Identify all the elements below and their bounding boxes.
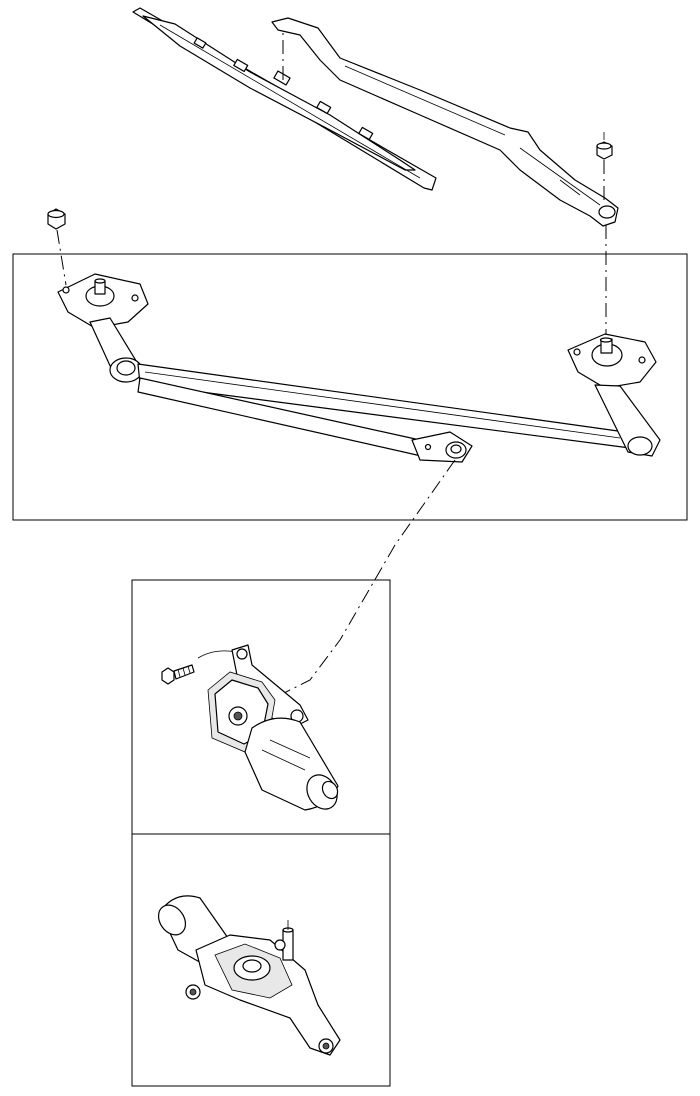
nut-left-guide: [56, 229, 67, 286]
wiper-arm[interactable]: [271, 17, 619, 227]
motor-bolt[interactable]: [161, 664, 195, 685]
motor-wire: [197, 650, 237, 659]
linkage-frame: [12, 253, 688, 521]
wiper-linkage[interactable]: [57, 273, 661, 463]
nut-right[interactable]: [596, 132, 613, 160]
wiper-blade[interactable]: [132, 7, 437, 191]
linkage-motor-guide: [279, 459, 456, 696]
wiper-motor-front[interactable]: [207, 644, 343, 815]
nut-left[interactable]: [47, 208, 66, 230]
motor-frame-rear: [131, 833, 391, 1087]
wiper-motor-rear[interactable]: [153, 895, 341, 1056]
